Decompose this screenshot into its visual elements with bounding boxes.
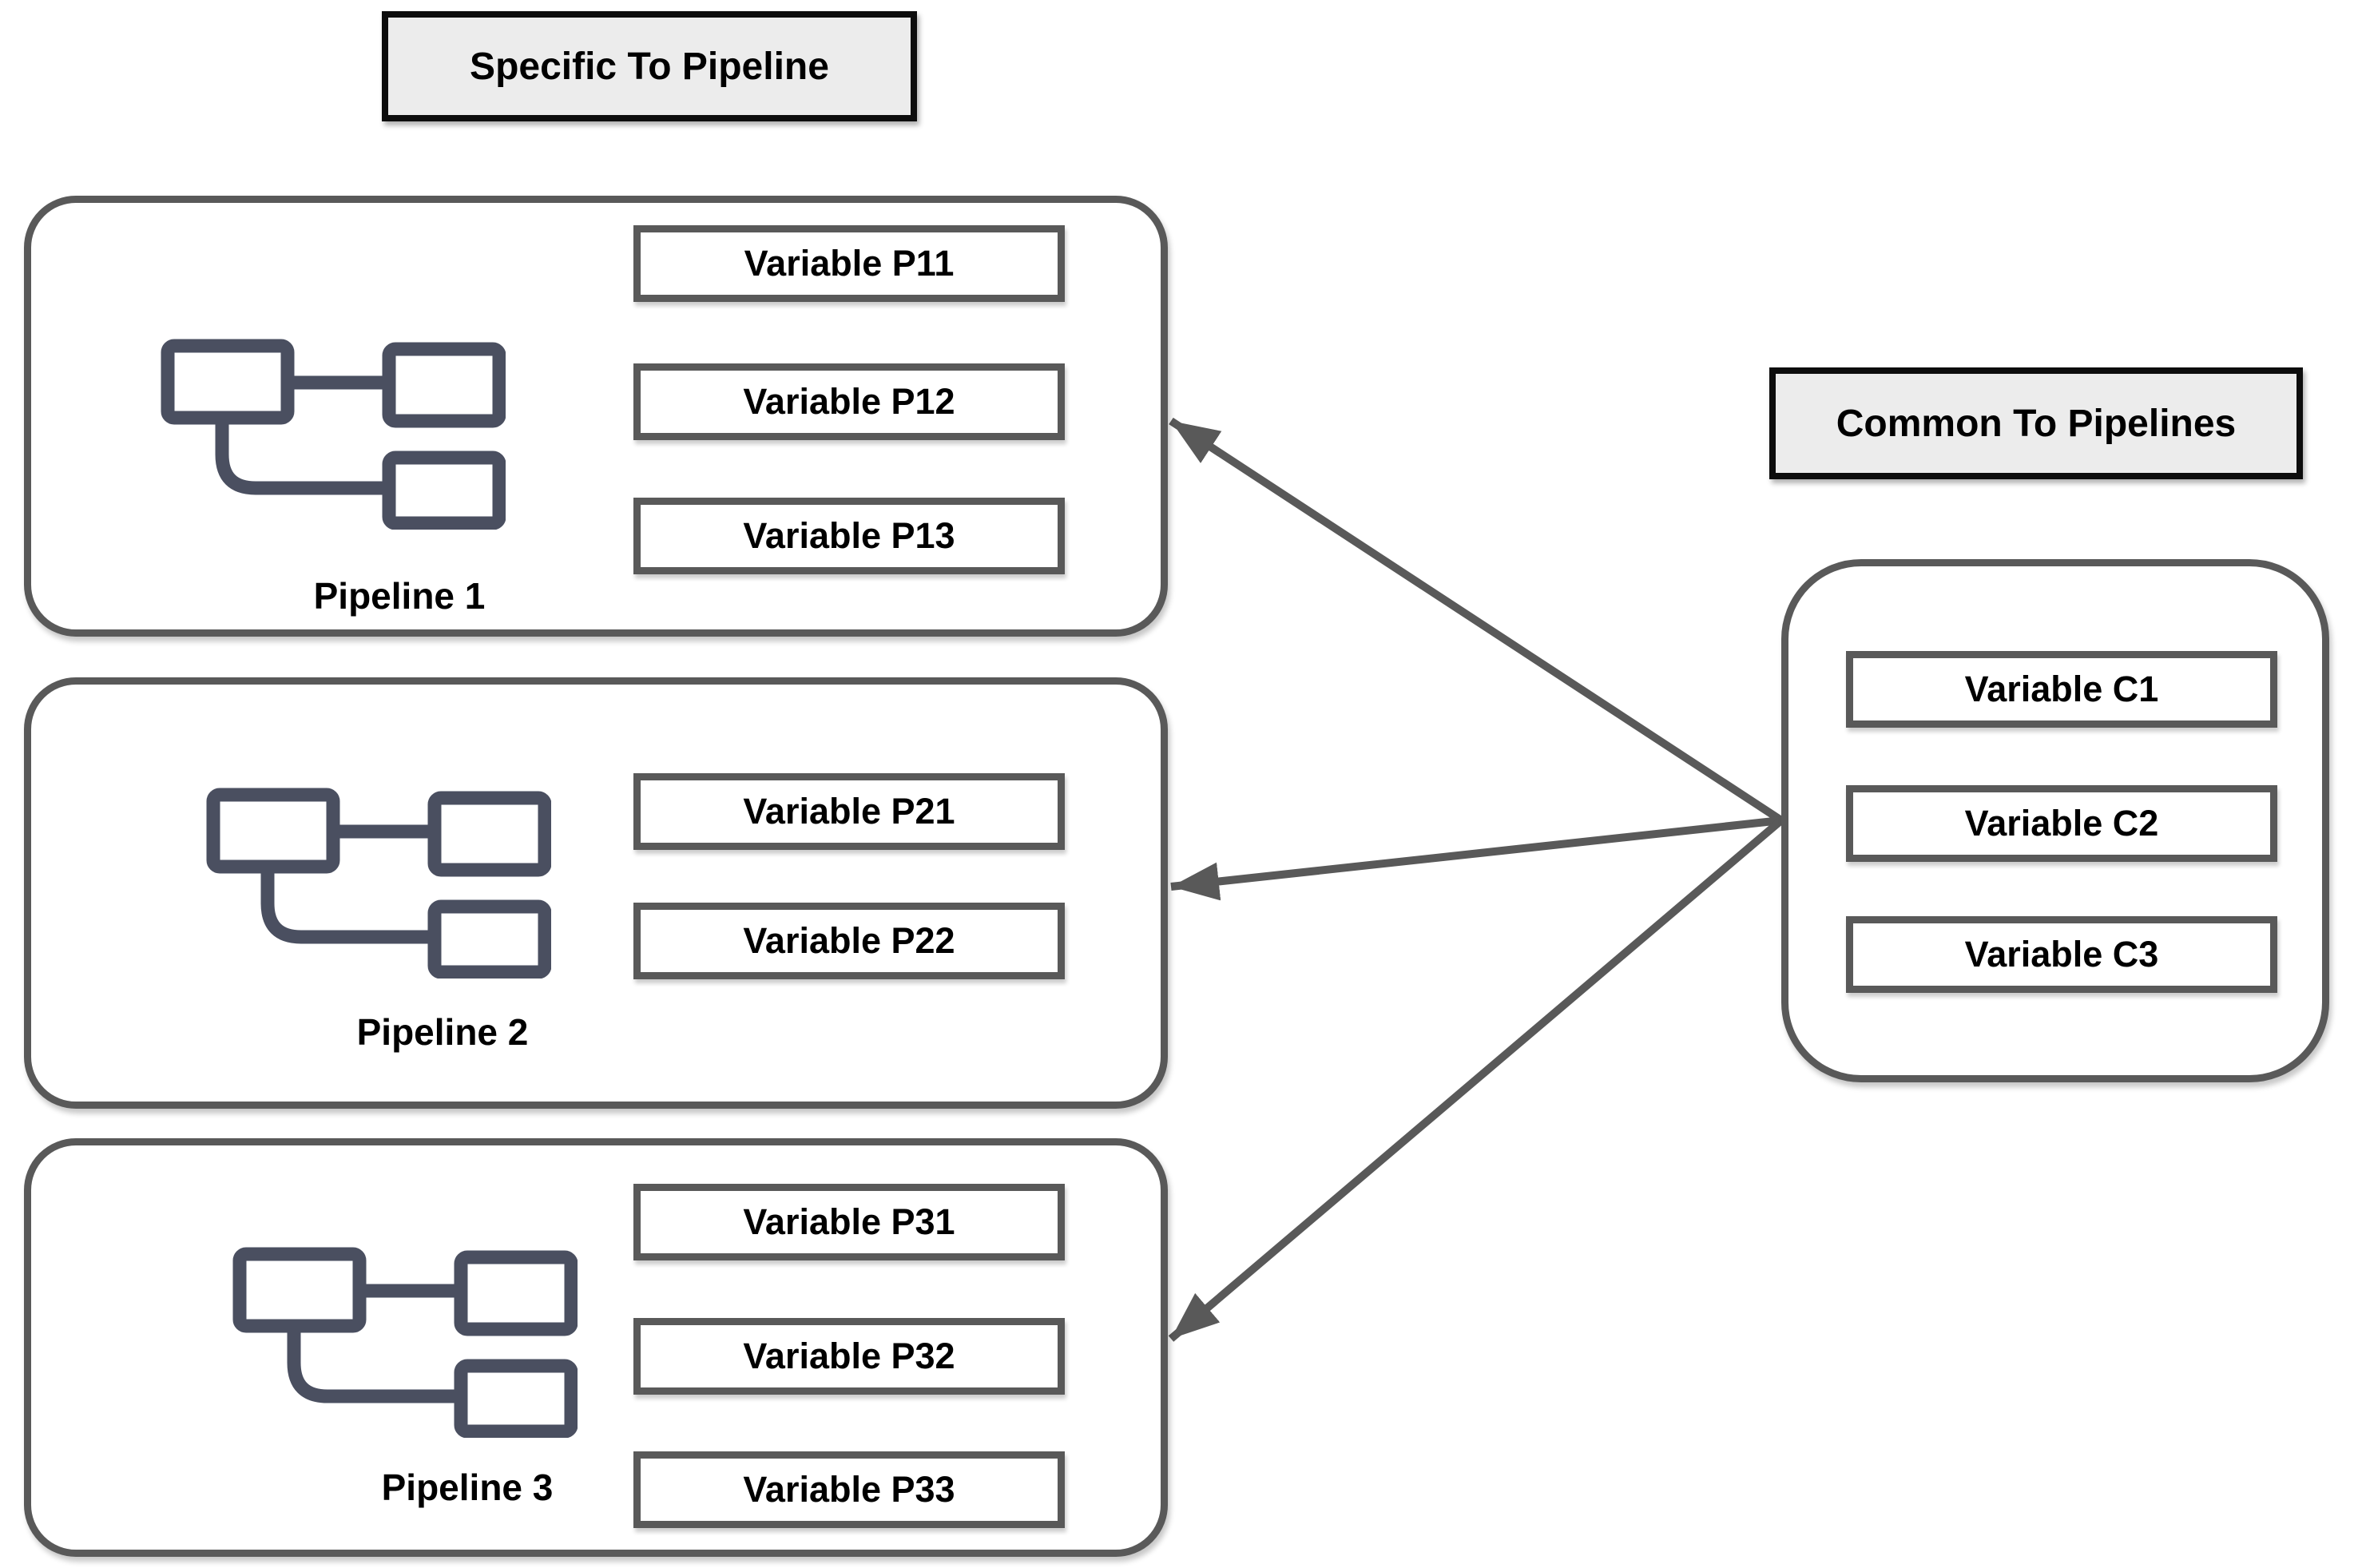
variable-box-p21: Variable P21 — [633, 773, 1065, 850]
variable-box-p22: Variable P22 — [633, 903, 1065, 979]
pipeline-flowchart-icon — [232, 1247, 578, 1438]
arrow-common-to-pipeline-2 — [1170, 816, 1782, 901]
variable-box-p31: Variable P31 — [633, 1184, 1065, 1260]
variable-box-p11: Variable P11 — [633, 225, 1065, 302]
variable-box-c3: Variable C3 — [1846, 916, 2277, 993]
pipeline-flowchart-icon — [206, 788, 551, 979]
variable-box-c2: Variable C2 — [1846, 785, 2277, 862]
variable-box-c1: Variable C1 — [1846, 651, 2277, 728]
arrow-common-to-pipeline-1 — [1169, 417, 1784, 824]
specific-title-box: Specific To Pipeline — [382, 11, 917, 121]
variable-box-p32: Variable P32 — [633, 1318, 1065, 1395]
common-title-label: Common To Pipelines — [1836, 402, 2237, 445]
pipeline-flowchart-icon — [161, 339, 506, 530]
common-title-box: Common To Pipelines — [1769, 367, 2303, 479]
pipeline-1-card: Pipeline 1 Variable P11 Variable P12 Var… — [24, 196, 1168, 637]
variable-box-p12: Variable P12 — [633, 363, 1065, 440]
variable-box-p33: Variable P33 — [633, 1451, 1065, 1528]
variable-box-p13: Variable P13 — [633, 498, 1065, 574]
specific-title-label: Specific To Pipeline — [470, 45, 829, 88]
pipeline-3-label: Pipeline 3 — [381, 1467, 554, 1508]
pipeline-3-card: Pipeline 3 Variable P31 Variable P32 Var… — [24, 1138, 1168, 1557]
pipeline-2-label: Pipeline 2 — [356, 1011, 529, 1053]
pipeline-1-label: Pipeline 1 — [313, 575, 486, 617]
arrow-common-to-pipeline-3 — [1168, 817, 1784, 1342]
common-variables-card: Variable C1 Variable C2 Variable C3 — [1781, 559, 2329, 1082]
pipeline-2-card: Pipeline 2 Variable P21 Variable P22 — [24, 677, 1168, 1109]
